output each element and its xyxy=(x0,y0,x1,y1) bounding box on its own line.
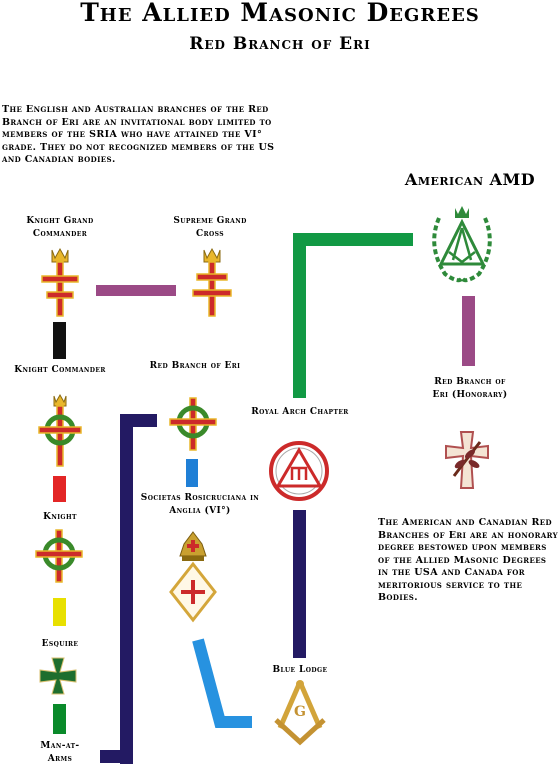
connector-amd-royalarch-vertical xyxy=(293,233,306,398)
connector-kc-knight xyxy=(53,476,66,502)
crowned-wreath-cross-icon xyxy=(38,393,82,467)
label-esquire: Esquire xyxy=(41,639,79,649)
english-australian-note: The English and Australian branches of t… xyxy=(2,104,275,165)
amd-jewel-icon xyxy=(432,206,492,283)
connector-amd-honorary xyxy=(462,296,475,366)
label-royal-arch-chapter: Royal Arch Chapter xyxy=(251,407,349,417)
label-red-branch-honorary: Red Branch of Eri (Honorary) xyxy=(432,377,508,400)
label-supreme-grand-cross: Supreme Grand Cross xyxy=(173,216,247,239)
connector-royalarch-bluelodge xyxy=(293,510,306,658)
label-knight: Knight xyxy=(43,512,77,522)
green-cross-icon xyxy=(39,657,77,695)
label-blue-lodge: Blue Lodge xyxy=(272,665,328,675)
connector-rbe-sria xyxy=(186,459,198,487)
crowned-double-cross-icon xyxy=(192,247,232,317)
connector-bracket-bottom xyxy=(100,750,133,763)
label-man-at-arms: Man-at-Arms xyxy=(40,741,80,764)
label-knight-grand-commander: Knight Grand Commander xyxy=(26,216,94,239)
label-knight-commander: Knight Commander xyxy=(14,365,106,375)
label-red-branch-of-eri: Red Branch of Eri xyxy=(149,361,241,371)
honorary-cross-branch-icon xyxy=(445,431,489,489)
connector-bracket-vertical xyxy=(120,414,133,764)
svg-text:G: G xyxy=(294,704,306,720)
connector-knight-esquire xyxy=(53,598,66,626)
page-title: The Allied Masonic Degrees xyxy=(80,0,480,27)
page-subtitle: Red Branch of Eri xyxy=(189,34,371,54)
square-compasses-icon: G xyxy=(274,680,326,746)
label-societas-rosicruciana: Societas Rosicruciana in Anglia (VI°) xyxy=(140,493,260,516)
connector-kgc-sgc xyxy=(96,285,176,296)
connector-esquire-manatarms xyxy=(53,704,66,734)
wreath-cross-icon xyxy=(169,397,217,451)
knight-wreath-cross-icon xyxy=(35,529,83,583)
sria-jewel-icon xyxy=(169,531,217,623)
connector-amd-royalarch-top xyxy=(293,233,413,246)
american-amd-title: American AMD xyxy=(404,170,536,189)
american-canadian-note: The American and Canadian Red Branches o… xyxy=(378,517,559,603)
royal-arch-icon xyxy=(269,441,329,501)
crowned-cross-icon xyxy=(41,247,79,317)
connector-kgc-kc xyxy=(53,322,66,359)
